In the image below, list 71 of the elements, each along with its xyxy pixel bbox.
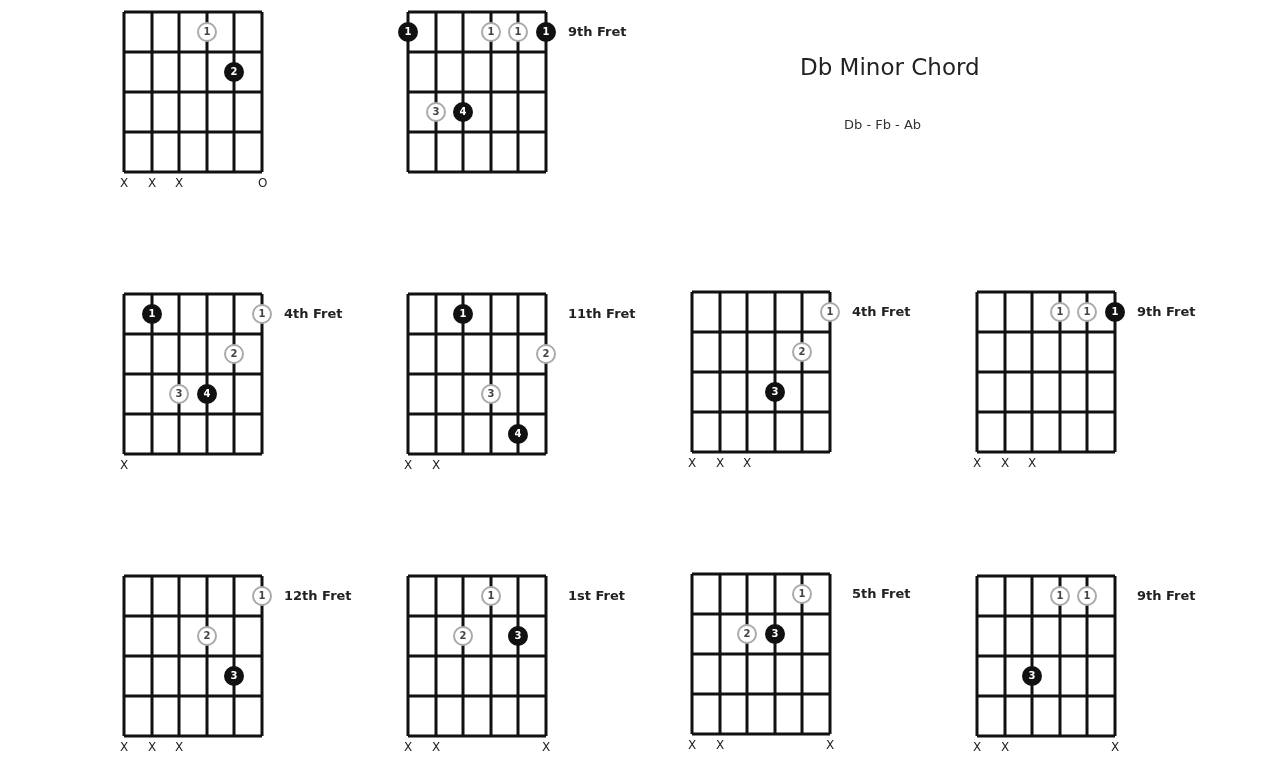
string-mark: X: [432, 459, 441, 471]
finger-dot: 4: [508, 424, 528, 444]
finger-dot: 3: [169, 384, 189, 404]
string-mark: X: [716, 457, 725, 469]
finger-dot: 1: [1077, 302, 1097, 322]
finger-dot: 1: [481, 22, 501, 42]
string-mark: X: [1028, 457, 1037, 469]
finger-dot: 1: [1050, 586, 1070, 606]
finger-dot: 1: [820, 302, 840, 322]
finger-dot: 2: [792, 342, 812, 362]
finger-dot: 2: [453, 626, 473, 646]
string-mark: X: [120, 459, 129, 471]
fret-label: 4th Fret: [284, 307, 343, 320]
finger-dot: 1: [197, 22, 217, 42]
finger-dot: 3: [765, 382, 785, 402]
finger-dot: 1: [398, 22, 418, 42]
fret-label: 1st Fret: [568, 589, 625, 602]
string-mark: X: [743, 457, 752, 469]
finger-dot: 3: [508, 626, 528, 646]
fret-label: 5th Fret: [852, 587, 911, 600]
finger-dot: 1: [1077, 586, 1097, 606]
string-mark: X: [1111, 741, 1120, 753]
finger-dot: 2: [197, 626, 217, 646]
fret-label: 4th Fret: [852, 305, 911, 318]
finger-dot: 2: [224, 344, 244, 364]
finger-dot: 4: [197, 384, 217, 404]
string-mark: X: [973, 741, 982, 753]
finger-dot: 3: [224, 666, 244, 686]
finger-dot: 2: [536, 344, 556, 364]
fret-label: 9th Fret: [568, 25, 627, 38]
string-mark: X: [432, 741, 441, 753]
string-mark: X: [175, 177, 184, 189]
string-mark: X: [688, 457, 697, 469]
finger-dot: 3: [1022, 666, 1042, 686]
finger-dot: 1: [1050, 302, 1070, 322]
finger-dot: 2: [737, 624, 757, 644]
finger-dot: 1: [792, 584, 812, 604]
string-mark: X: [826, 739, 835, 751]
finger-dot: 1: [481, 586, 501, 606]
string-mark: X: [175, 741, 184, 753]
finger-dot: 1: [1105, 302, 1125, 322]
fret-label: 11th Fret: [568, 307, 636, 320]
string-mark: O: [258, 177, 268, 189]
string-mark: X: [688, 739, 697, 751]
finger-dot: 1: [536, 22, 556, 42]
finger-dot: 1: [142, 304, 162, 324]
string-mark: X: [716, 739, 725, 751]
string-mark: X: [148, 177, 157, 189]
finger-dot: 1: [252, 586, 272, 606]
string-mark: X: [404, 459, 413, 471]
chord-notes: Db - Fb - Ab: [844, 118, 922, 131]
fret-label: 12th Fret: [284, 589, 352, 602]
finger-dot: 4: [453, 102, 473, 122]
string-mark: X: [1001, 741, 1010, 753]
string-mark: X: [120, 177, 129, 189]
string-mark: X: [120, 741, 129, 753]
string-mark: X: [404, 741, 413, 753]
finger-dot: 1: [252, 304, 272, 324]
title: Db Minor Chord: [800, 56, 980, 79]
finger-dot: 3: [481, 384, 501, 404]
finger-dot: 1: [453, 304, 473, 324]
finger-dot: 1: [508, 22, 528, 42]
string-mark: X: [973, 457, 982, 469]
string-mark: X: [148, 741, 157, 753]
finger-dot: 3: [765, 624, 785, 644]
fret-label: 9th Fret: [1137, 305, 1196, 318]
finger-dot: 3: [426, 102, 446, 122]
finger-dot: 2: [224, 62, 244, 82]
fret-label: 9th Fret: [1137, 589, 1196, 602]
string-mark: X: [1001, 457, 1010, 469]
string-mark: X: [542, 741, 551, 753]
